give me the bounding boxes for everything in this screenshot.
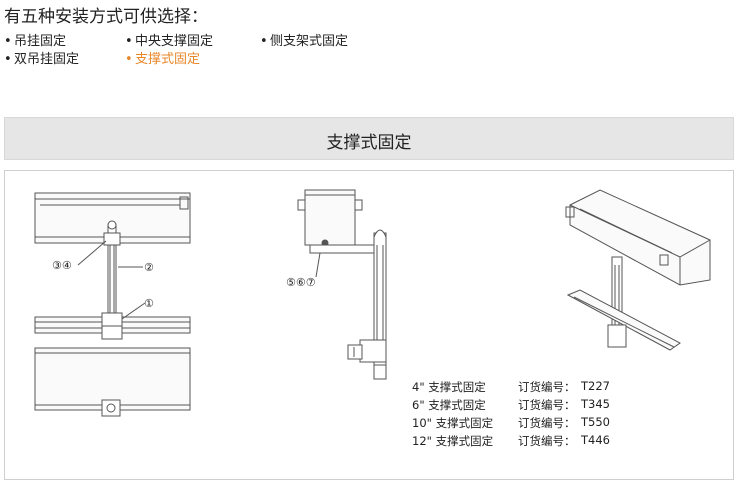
bullet: • <box>125 52 133 67</box>
callout-1: ① <box>144 297 154 310</box>
option-hanging-mount[interactable]: •吊挂固定 <box>4 30 66 49</box>
bullet: • <box>125 34 133 49</box>
order-code: T550 <box>581 415 610 429</box>
option-side-bracket-mount[interactable]: •侧支架式固定 <box>260 30 348 49</box>
side-view-diagram: ⑤⑥⑦ <box>286 189 387 380</box>
order-code: T446 <box>581 433 610 447</box>
order-label: 订货编号： <box>518 398 576 412</box>
option-label: 支撑式固定 <box>135 52 201 67</box>
option-double-hanging-mount[interactable]: •双吊挂固定 <box>4 48 79 67</box>
bullet: • <box>4 52 12 67</box>
option-label: 双吊挂固定 <box>14 52 80 67</box>
order-code: T227 <box>581 379 610 393</box>
order-code: T345 <box>581 397 610 411</box>
callout-3-4: ③④ <box>52 259 72 272</box>
option-support-mount[interactable]: •支撑式固定 <box>125 48 200 67</box>
order-size: 10" 支撑式固定 <box>412 416 494 430</box>
section-title: 支撑式固定 <box>326 133 412 153</box>
option-label: 吊挂固定 <box>14 34 67 49</box>
front-view-diagram: ③④ ② ① <box>34 192 191 417</box>
callout-5-6-7: ⑤⑥⑦ <box>286 276 316 289</box>
option-label: 侧支架式固定 <box>270 34 349 49</box>
order-size: 6" 支撑式固定 <box>412 398 486 412</box>
page-heading: 有五种安装方式可供选择： <box>4 7 208 27</box>
order-size: 12" 支撑式固定 <box>412 434 494 448</box>
order-label: 订货编号： <box>518 416 576 430</box>
order-size: 4" 支撑式固定 <box>412 380 486 394</box>
option-center-support-mount[interactable]: •中央支撑固定 <box>125 30 213 49</box>
bullet: • <box>4 34 12 49</box>
order-label: 订货编号： <box>518 434 576 448</box>
isometric-view-diagram <box>565 189 711 351</box>
callout-2: ② <box>144 261 154 274</box>
bullet: • <box>260 34 268 49</box>
order-label: 订货编号： <box>518 380 576 394</box>
option-label: 中央支撑固定 <box>135 34 214 49</box>
section-banner: 支撑式固定 <box>4 117 734 160</box>
